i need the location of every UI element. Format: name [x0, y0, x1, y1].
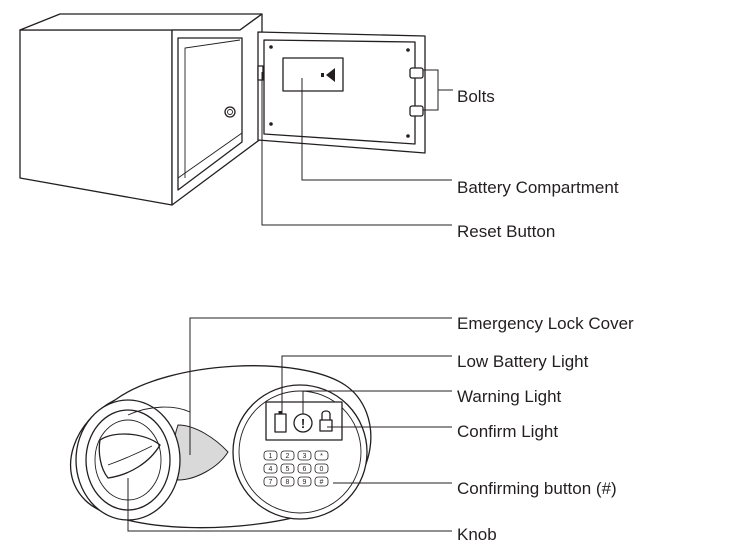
callout-reset-button: Reset Button	[457, 222, 556, 241]
callout-bolts: Bolts	[457, 87, 495, 106]
keypad-key-label: #	[320, 479, 324, 486]
svg-text:!: !	[301, 416, 305, 431]
bolts	[409, 67, 424, 117]
callout-battery-compartment: Battery Compartment	[457, 178, 619, 197]
keypad-key-label: *	[320, 453, 323, 460]
keypad-key[interactable]: 3	[297, 450, 312, 461]
low-battery-light	[274, 411, 287, 433]
keypad-key[interactable]: 8	[280, 476, 295, 487]
safe-door	[257, 31, 426, 154]
lock-panel: ! 1 2 3 * 4 5 6 0 7 8 9 #	[69, 365, 372, 529]
keypad: 1 2 3 * 4 5 6 0 7 8 9 #	[263, 450, 329, 487]
callout-confirm-light: Confirm Light	[457, 422, 559, 441]
callout-warning-light: Warning Light	[457, 387, 562, 406]
keypad-key[interactable]: 9	[297, 476, 312, 487]
keypad-key-label: 8	[286, 479, 290, 486]
keypad-key[interactable]: 1	[263, 450, 278, 461]
keypad-key[interactable]: 4	[263, 463, 278, 474]
keypad-key-label: 4	[269, 466, 273, 473]
keypad-key-label: 0	[320, 466, 324, 473]
keypad-key[interactable]: 5	[280, 463, 295, 474]
callout-confirming-button: Confirming button (#)	[457, 479, 617, 498]
warning-light: !	[293, 413, 313, 433]
safe-body	[19, 13, 263, 206]
keypad-key-label: 7	[269, 479, 273, 486]
keypad-key[interactable]: 2	[280, 450, 295, 461]
keypad-key[interactable]: 7	[263, 476, 278, 487]
callout-low-battery-light: Low Battery Light	[457, 352, 589, 371]
keypad-key[interactable]: 0	[314, 463, 329, 474]
keypad-key[interactable]: 6	[297, 463, 312, 474]
confirm-light	[319, 410, 333, 432]
keypad-key-label: 5	[286, 466, 290, 473]
confirming-button[interactable]: #	[314, 476, 329, 487]
keypad-key-label: 6	[303, 466, 307, 473]
keypad-key[interactable]: *	[314, 450, 329, 461]
keypad-key-label: 1	[269, 453, 273, 460]
callout-emergency-lock-cover: Emergency Lock Cover	[457, 314, 634, 333]
callout-knob: Knob	[457, 525, 497, 544]
keypad-key-label: 2	[286, 453, 290, 460]
battery-icon	[321, 68, 335, 82]
keypad-key-label: 9	[303, 479, 307, 486]
keypad-key-label: 3	[303, 453, 307, 460]
